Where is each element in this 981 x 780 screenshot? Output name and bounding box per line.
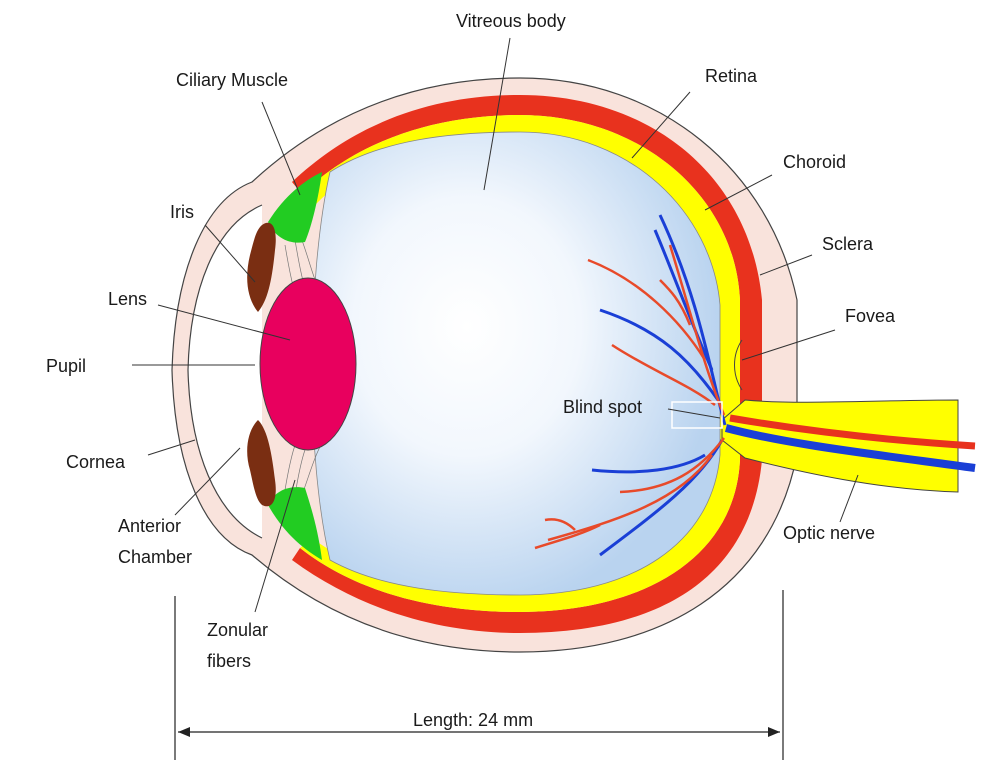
label-lens: Lens bbox=[108, 289, 147, 309]
label-retina: Retina bbox=[705, 66, 758, 86]
label-choroid: Choroid bbox=[783, 152, 846, 172]
label-cornea: Cornea bbox=[66, 452, 126, 472]
label-fovea: Fovea bbox=[845, 306, 896, 326]
label-pupil: Pupil bbox=[46, 356, 86, 376]
label-zonular-fibers-1: Zonular bbox=[207, 620, 268, 640]
label-sclera: Sclera bbox=[822, 234, 874, 254]
label-ciliary-muscle: Ciliary Muscle bbox=[176, 70, 288, 90]
label-anterior-chamber-1: Anterior bbox=[118, 516, 181, 536]
label-anterior-chamber-2: Chamber bbox=[118, 547, 192, 567]
label-zonular-fibers-2: fibers bbox=[207, 651, 251, 671]
label-blind-spot: Blind spot bbox=[563, 397, 642, 417]
label-optic-nerve: Optic nerve bbox=[783, 523, 875, 543]
lens bbox=[260, 278, 356, 450]
label-length: Length: 24 mm bbox=[413, 710, 533, 730]
vitreous-body bbox=[312, 132, 720, 595]
label-iris: Iris bbox=[170, 202, 194, 222]
label-vitreous-body: Vitreous body bbox=[456, 11, 566, 31]
